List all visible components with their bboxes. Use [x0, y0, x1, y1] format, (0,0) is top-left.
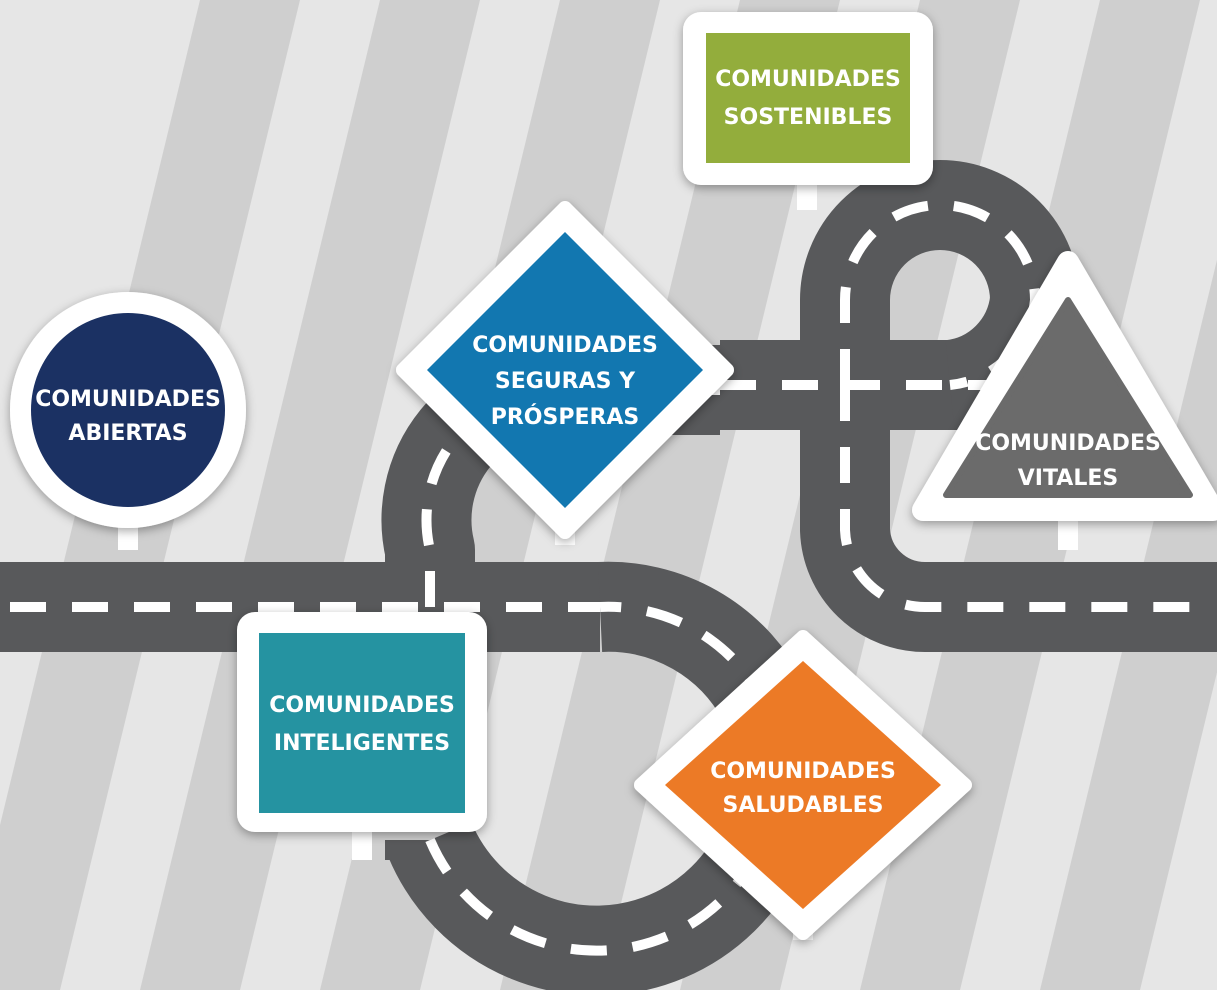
- sign-saludables-line1: COMUNIDADES: [710, 759, 896, 784]
- sign-abiertas: COMUNIDADES ABIERTAS: [10, 292, 246, 550]
- sign-sostenibles-line2: SOSTENIBLES: [724, 105, 893, 130]
- sign-face: [31, 313, 225, 507]
- sign-face: [259, 633, 465, 813]
- sign-sostenibles-line1: COMUNIDADES: [715, 67, 901, 92]
- sign-face: [943, 297, 1193, 498]
- sign-seguras: COMUNIDADES SEGURAS Y PRÓSPERAS: [396, 201, 734, 545]
- sign-abiertas-line2: ABIERTAS: [68, 421, 187, 446]
- sign-vitales: COMUNIDADES VITALES: [912, 251, 1217, 550]
- sign-face: [665, 661, 941, 909]
- sign-seguras-line3: PRÓSPERAS: [491, 404, 640, 430]
- sign-saludables: COMUNIDADES SALUDABLES: [634, 630, 972, 940]
- sign-seguras-line1: COMUNIDADES: [472, 333, 658, 358]
- sign-inteligentes-line1: COMUNIDADES: [269, 693, 455, 718]
- sign-saludables-line2: SALUDABLES: [723, 793, 884, 818]
- sign-inteligentes-line2: INTELIGENTES: [274, 731, 450, 756]
- sign-sostenibles: COMUNIDADES SOSTENIBLES: [683, 12, 933, 210]
- sign-vitales-line2: VITALES: [1018, 466, 1118, 491]
- sign-vitales-line1: COMUNIDADES: [975, 431, 1161, 456]
- sign-face: [706, 33, 910, 163]
- sign-abiertas-line1: COMUNIDADES: [35, 387, 221, 412]
- sign-inteligentes: COMUNIDADES INTELIGENTES: [237, 612, 487, 860]
- sign-seguras-line2: SEGURAS Y: [495, 369, 636, 394]
- sign-face: [427, 232, 703, 508]
